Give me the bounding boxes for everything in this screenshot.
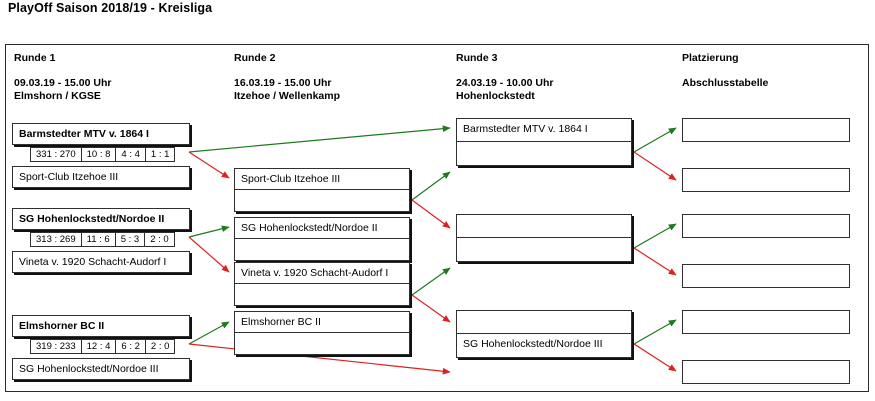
page-title: PlayOff Saison 2018/19 - Kreisliga xyxy=(8,1,213,15)
round3-venue: Hohenlockstedt xyxy=(456,90,535,102)
round3-match1-slot-bottom[interactable] xyxy=(456,142,632,166)
placement-slot-6[interactable] xyxy=(682,360,850,384)
score-cell-match: 1 : 1 xyxy=(150,149,170,160)
column-header-round2: Runde 2 16.03.19 - 15.00 Uhr Itzehoe / W… xyxy=(234,52,340,103)
round1-match1-score: 331 : 270 10 : 8 4 : 4 1 : 1 xyxy=(30,147,176,162)
placement-slot-5[interactable] xyxy=(682,310,850,334)
round1-match3-loser[interactable]: SG Hohenlockstedt/Nordoe III xyxy=(12,358,190,380)
column-header-round3: Runde 3 24.03.19 - 10.00 Uhr Hohenlockst… xyxy=(456,52,553,103)
round3-match2-slot-top[interactable] xyxy=(456,214,632,238)
score-cell-points: 5 : 3 xyxy=(116,233,146,246)
round1-match1-winner[interactable]: Barmstedter MTV v. 1864 I xyxy=(12,123,190,145)
placement-subtitle: Abschlusstabelle xyxy=(682,77,769,89)
round3-match3-slot-top[interactable] xyxy=(456,310,632,334)
placement-label: Platzierung xyxy=(682,52,739,64)
round2-match4-slot-bottom[interactable] xyxy=(234,333,410,355)
round3-label: Runde 3 xyxy=(456,52,498,64)
round2-match-3: Vineta v. 1920 Schacht-Audorf I xyxy=(234,262,410,306)
round2-match3-slot-bottom[interactable] xyxy=(234,284,410,306)
round3-match-3: SG Hohenlockstedt/Nordoe III xyxy=(456,310,632,358)
score-cell-sets: 10 : 8 xyxy=(82,148,117,161)
score-cell-points: 4 : 4 xyxy=(116,148,146,161)
score-cell-sets: 12 : 4 xyxy=(82,340,117,353)
round1-match2-loser[interactable]: Vineta v. 1920 Schacht-Audorf I xyxy=(12,251,190,273)
round2-match-4: Elmshorner BC II xyxy=(234,311,410,355)
round2-datetime: 16.03.19 - 15.00 Uhr xyxy=(234,77,332,89)
round2-match2-slot-top[interactable]: SG Hohenlockstedt/Nordoe II xyxy=(234,217,410,239)
round2-match-2: SG Hohenlockstedt/Nordoe II xyxy=(234,217,410,261)
round1-match1-loser[interactable]: Sport-Club Itzehoe III xyxy=(12,166,190,188)
round3-match2-slot-bottom[interactable] xyxy=(456,238,632,262)
round1-venue: Elmshorn / KGSE xyxy=(14,90,101,102)
round1-datetime: 09.03.19 - 15.00 Uhr xyxy=(14,77,112,89)
placement-slot-2[interactable] xyxy=(682,168,850,192)
round3-match3-slot-bottom[interactable]: SG Hohenlockstedt/Nordoe III xyxy=(456,334,632,358)
round3-datetime: 24.03.19 - 10.00 Uhr xyxy=(456,77,554,89)
score-cell-wood: 319 : 233 xyxy=(31,340,82,353)
score-cell-sets: 11 : 6 xyxy=(82,233,116,246)
round1-match2-score: 313 : 269 11 : 6 5 : 3 2 : 0 xyxy=(30,232,175,247)
round2-match1-slot-bottom[interactable] xyxy=(234,190,410,212)
round2-match3-slot-top[interactable]: Vineta v. 1920 Schacht-Audorf I xyxy=(234,262,410,284)
round2-match4-slot-top[interactable]: Elmshorner BC II xyxy=(234,311,410,333)
round2-venue: Itzehoe / Wellenkamp xyxy=(234,90,340,102)
round2-match-1: Sport-Club Itzehoe III xyxy=(234,168,410,212)
round3-match-1: Barmstedter MTV v. 1864 I xyxy=(456,118,632,166)
round2-label: Runde 2 xyxy=(234,52,276,64)
score-cell-points: 6 : 2 xyxy=(116,340,146,353)
placement-slot-4[interactable] xyxy=(682,264,850,288)
placement-slot-3[interactable] xyxy=(682,214,850,238)
column-header-round1: Runde 1 09.03.19 - 15.00 Uhr Elmshorn / … xyxy=(14,52,111,103)
placement-slot-1[interactable] xyxy=(682,118,850,142)
round1-label: Runde 1 xyxy=(14,52,56,64)
round1-match3-score: 319 : 233 12 : 4 6 : 2 2 : 0 xyxy=(30,339,176,354)
round2-match1-slot-top[interactable]: Sport-Club Itzehoe III xyxy=(234,168,410,190)
score-cell-match: 2 : 0 xyxy=(150,341,170,352)
score-cell-wood: 331 : 270 xyxy=(31,148,82,161)
round3-match-2 xyxy=(456,214,632,262)
score-cell-wood: 313 : 269 xyxy=(31,233,82,246)
round1-match3-winner[interactable]: Elmshorner BC II xyxy=(12,315,190,337)
round2-match2-slot-bottom[interactable] xyxy=(234,239,410,261)
round1-match2-winner[interactable]: SG Hohenlockstedt/Nordoe II xyxy=(12,208,190,230)
column-header-placement: Platzierung Abschlusstabelle xyxy=(682,52,768,90)
round3-match1-slot-top[interactable]: Barmstedter MTV v. 1864 I xyxy=(456,118,632,142)
score-cell-match: 2 : 0 xyxy=(150,234,169,245)
